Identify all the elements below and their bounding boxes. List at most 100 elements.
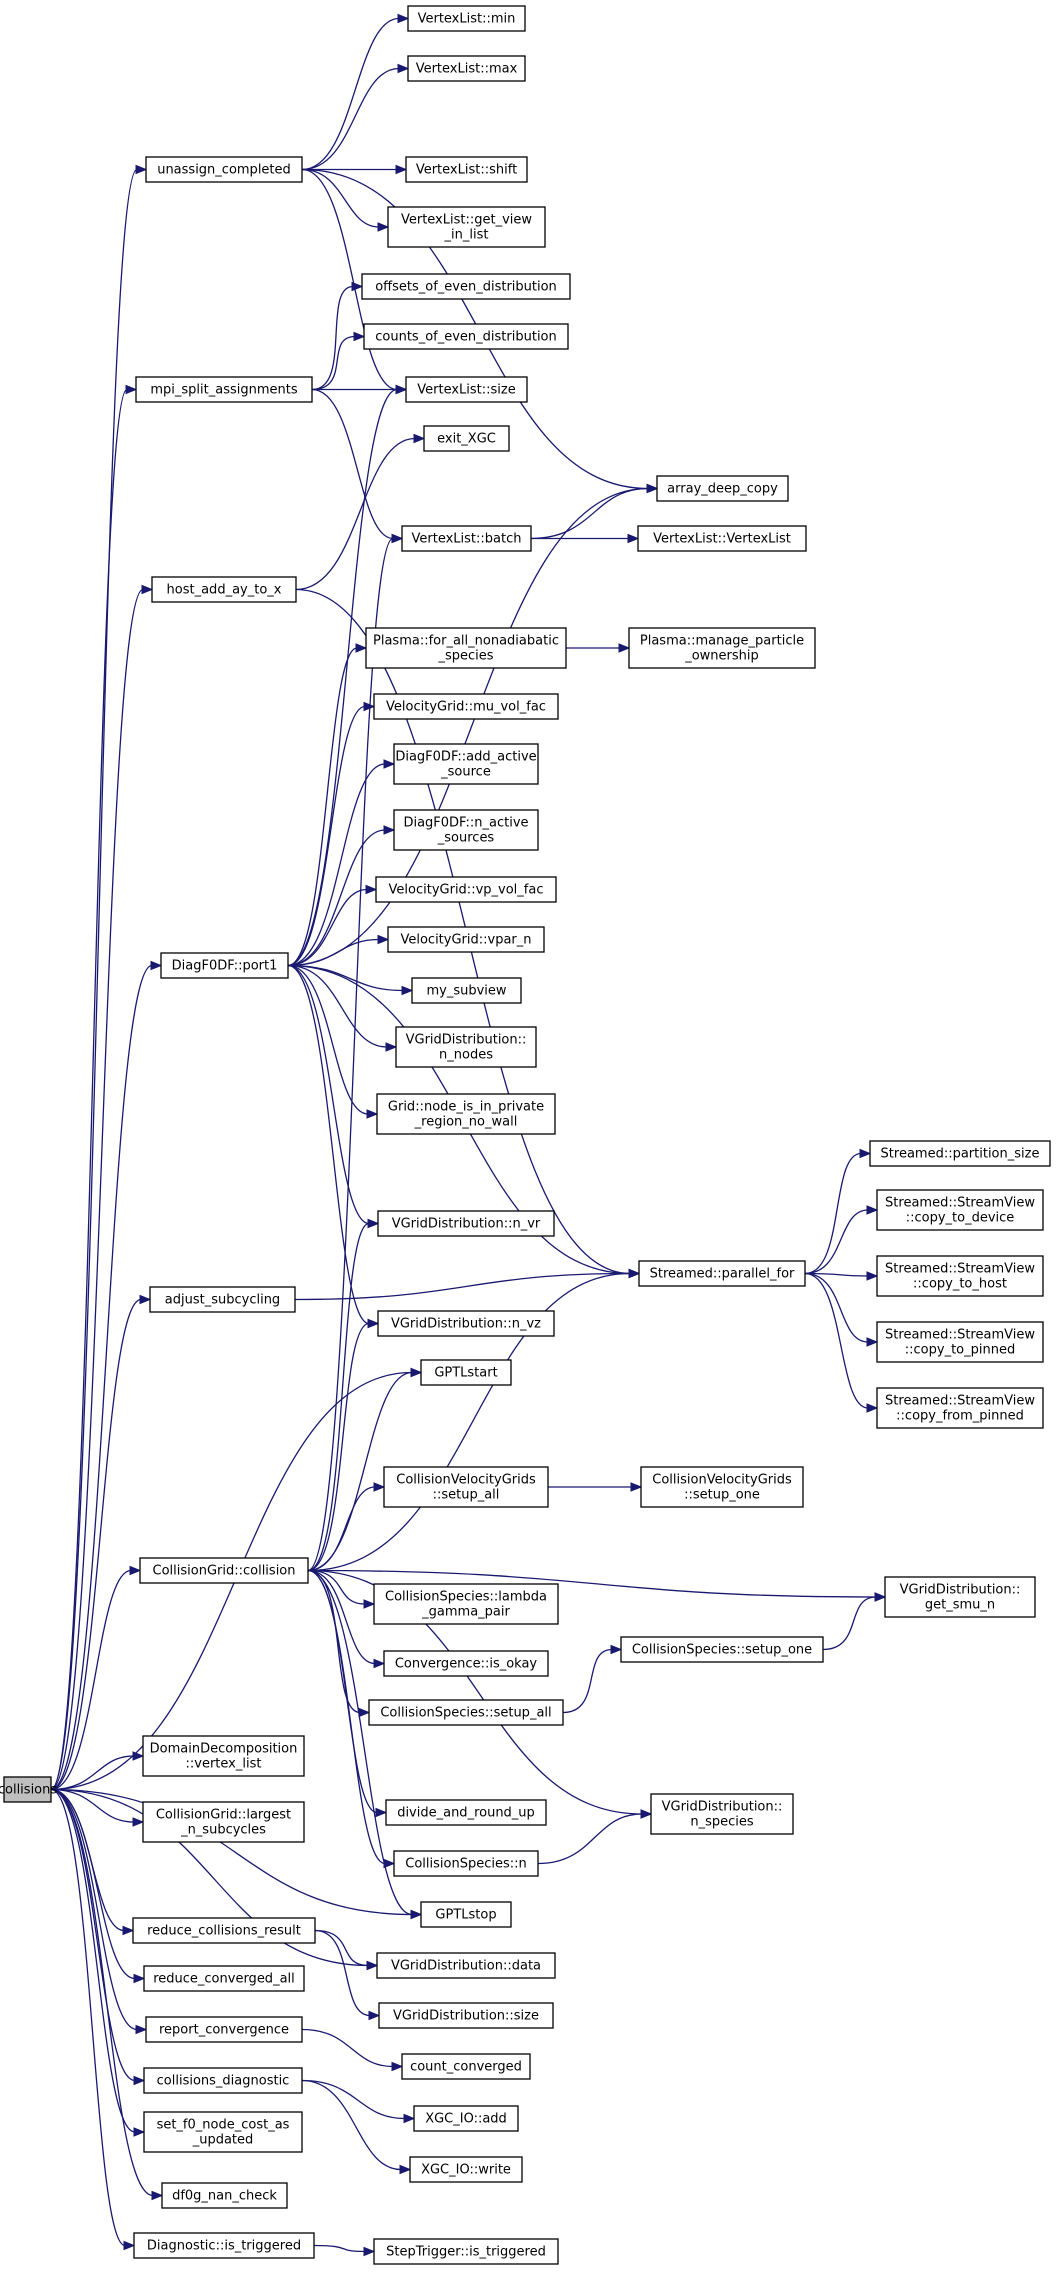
node-collision-species-n[interactable]: CollisionSpecies::n — [393, 1850, 539, 1877]
node-host-add-ay-to-x[interactable]: host_add_ay_to_x — [151, 576, 297, 603]
node-collisions[interactable]: collisions — [0, 1776, 57, 1803]
node-array-deep-copy[interactable]: array_deep_copy — [656, 475, 789, 502]
node-offsets-of-even-distribution[interactable]: offsets_of_even_distribution — [361, 273, 571, 300]
edge-collision-grid-collision-to-vertex-list-batch — [307, 537, 394, 1572]
node-label: VertexList::shift — [416, 163, 517, 178]
node-vertex-list-shift[interactable]: VertexList::shift — [405, 156, 528, 183]
arrowhead — [397, 13, 410, 24]
node-box — [139, 1557, 309, 1584]
node-diag-f0-df-n-active-sources[interactable]: DiagF0DF::n_active_sources — [393, 809, 539, 851]
node-streamed-stream-view-copy-to-device[interactable]: Streamed::StreamView::copy_to_device — [876, 1189, 1044, 1231]
arrowhead — [139, 1294, 152, 1305]
node-xgc-io-add[interactable]: XGC_IO::add — [413, 2105, 519, 2132]
edge-collision-grid-collision-to-vgrid-distribution-n-species — [307, 1569, 643, 1815]
node-plasma-manage-particle-ownership[interactable]: Plasma::manage_particle_ownership — [628, 627, 816, 669]
node-velocity-grid-vpar-n[interactable]: VelocityGrid::vpar_n — [387, 926, 545, 953]
node-vgrid-distribution-size[interactable]: VGridDistribution::size — [378, 2002, 554, 2029]
node-label: CollisionSpecies::setup_all — [380, 1706, 551, 1721]
node-reduce-converged-all[interactable]: reduce_converged_all — [143, 1965, 305, 1992]
node-streamed-parallel-for[interactable]: Streamed::parallel_for — [638, 1260, 806, 1287]
node-plasma-for-all-nonadiabatic-species[interactable]: Plasma::for_all_nonadiabatic_species — [365, 627, 567, 669]
node-vgrid-distribution-n-species[interactable]: VGridDistribution::n_species — [650, 1793, 794, 1835]
node-convergence-is-okay[interactable]: Convergence::is_okay — [383, 1650, 549, 1677]
node-label: CollisionVelocityGrids — [396, 1473, 536, 1488]
edge-diag-f0-df-port1-to-grid-node-is-in-private-region-no-wall — [287, 964, 369, 1115]
node-diag-f0-df-add-active-source[interactable]: DiagF0DF::add_active_source — [393, 743, 539, 785]
node-label: offsets_of_even_distribution — [375, 280, 557, 295]
node-set-f0-node-cost-as-updated[interactable]: set_f0_node_cost_as_updated — [143, 2111, 303, 2153]
node-my-subview[interactable]: my_subview — [411, 977, 522, 1004]
node-box — [377, 1310, 555, 1337]
arrowhead — [132, 1817, 145, 1827]
node-label: VertexList::max — [416, 62, 518, 77]
node-vertex-list-size[interactable]: VertexList::size — [405, 376, 528, 403]
node-vgrid-distribution-n-nodes[interactable]: VGridDistribution::n_nodes — [395, 1026, 537, 1068]
node-vertex-list-get-view-in-list[interactable]: VertexList::get_view_in_list — [387, 206, 546, 248]
node-box — [377, 1210, 555, 1237]
node-vertex-list-vertex-list[interactable]: VertexList::VertexList — [637, 525, 807, 552]
edge-streamed-parallel-for-to-streamed-stream-view-copy-to-device — [804, 1209, 869, 1275]
arrowhead — [363, 701, 376, 712]
node-box — [401, 2053, 531, 2080]
node-vertex-list-min[interactable]: VertexList::min — [407, 5, 526, 32]
node-diagnostic-is-triggered[interactable]: Diagnostic::is_triggered — [133, 2232, 315, 2259]
node-label: _gamma_pair — [421, 1605, 510, 1620]
node-vertex-list-batch[interactable]: VertexList::batch — [401, 525, 532, 552]
node-counts-of-even-distribution[interactable]: counts_of_even_distribution — [363, 323, 569, 350]
node-collision-velocity-grids-setup-all[interactable]: CollisionVelocityGrids::setup_all — [383, 1466, 549, 1508]
node-vgrid-distribution-get-smu-n[interactable]: VGridDistribution::get_smu_n — [884, 1576, 1036, 1618]
node-box — [393, 1850, 539, 1877]
node-streamed-stream-view-copy-to-host[interactable]: Streamed::StreamView::copy_to_host — [876, 1255, 1044, 1297]
node-adjust-subcycling[interactable]: adjust_subcycling — [149, 1286, 296, 1313]
edge-collision-grid-collision-to-collision-velocity-grids-setup-all — [307, 1486, 376, 1572]
node-vgrid-distribution-n-vr[interactable]: VGridDistribution::n_vr — [377, 1210, 555, 1237]
node-grid-node-is-in-private-region-no-wall[interactable]: Grid::node_is_in_private_region_no_wall — [376, 1093, 556, 1135]
node-vgrid-distribution-data[interactable]: VGridDistribution::data — [376, 1952, 556, 1979]
node-mpi-split-assignments[interactable]: mpi_split_assignments — [135, 376, 313, 403]
node-velocity-grid-vp-vol-fac[interactable]: VelocityGrid::vp_vol_fac — [375, 876, 557, 903]
node-report-convergence[interactable]: report_convergence — [145, 2016, 303, 2043]
node-collision-species-lambda-gamma-pair[interactable]: CollisionSpecies::lambda_gamma_pair — [373, 1583, 559, 1625]
node-collision-grid-collision[interactable]: CollisionGrid::collision — [139, 1557, 309, 1584]
node-label: df0g_nan_check — [172, 2189, 277, 2204]
edge-collisions-to-df0g-nan-check — [50, 1788, 154, 2197]
node-collision-species-setup-all[interactable]: CollisionSpecies::setup_all — [368, 1699, 564, 1726]
arrowhead — [366, 1960, 379, 1971]
node-label: CollisionSpecies::setup_one — [632, 1643, 812, 1658]
arrowhead — [129, 1565, 142, 1576]
node-collision-grid-largest-n-subcycles[interactable]: CollisionGrid::largest_n_subcycles — [142, 1801, 305, 1843]
edge-collision-species-setup-all-to-collision-species-setup-one — [562, 1648, 613, 1714]
node-box — [409, 2156, 523, 2183]
arrowhead — [367, 1318, 380, 1329]
node-vertex-list-max[interactable]: VertexList::max — [407, 55, 526, 82]
node-box — [420, 1901, 512, 1928]
node-count-converged[interactable]: count_converged — [401, 2053, 531, 2080]
node-streamed-stream-view-copy-to-pinned[interactable]: Streamed::StreamView::copy_to_pinned — [876, 1321, 1044, 1363]
node-label: VertexList::get_view — [401, 213, 532, 228]
node-box — [876, 1189, 1044, 1231]
node-exit-xgc[interactable]: exit_XGC — [423, 425, 510, 452]
node-velocity-grid-mu-vol-fac[interactable]: VelocityGrid::mu_vol_fac — [373, 693, 559, 720]
nodes-layer: collisions unassign_completed mpi_split_as… — [0, 5, 1051, 2265]
node-label: _species — [437, 649, 493, 664]
node-gptlstop[interactable]: GPTLstop — [420, 1901, 512, 1928]
node-vgrid-distribution-n-vz[interactable]: VGridDistribution::n_vz — [377, 1310, 555, 1337]
node-unassign-completed[interactable]: unassign_completed — [145, 156, 303, 183]
node-collision-velocity-grids-setup-one[interactable]: CollisionVelocityGrids::setup_one — [640, 1466, 804, 1508]
node-collision-species-setup-one[interactable]: CollisionSpecies::setup_one — [620, 1636, 824, 1663]
node-streamed-partition-size[interactable]: Streamed::partition_size — [869, 1140, 1051, 1167]
node-domain-decomposition-vertex-list[interactable]: DomainDecomposition::vertex_list — [142, 1735, 305, 1777]
node-step-trigger-is-triggered[interactable]: StepTrigger::is_triggered — [373, 2238, 559, 2265]
node-streamed-stream-view-copy-from-pinned[interactable]: Streamed::StreamView::copy_from_pinned — [876, 1387, 1044, 1429]
node-df0g-nan-check[interactable]: df0g_nan_check — [161, 2182, 288, 2209]
node-reduce-collisions-result[interactable]: reduce_collisions_result — [132, 1917, 316, 1944]
edge-diag-f0-df-port1-to-array-deep-copy — [287, 487, 649, 967]
edge-diagnostic-is-triggered-to-step-trigger-is-triggered — [313, 2244, 366, 2253]
node-xgc-io-write[interactable]: XGC_IO::write — [409, 2156, 523, 2183]
node-diag-f0-df-port1[interactable]: DiagF0DF::port1 — [160, 952, 289, 979]
node-box — [373, 1583, 559, 1625]
node-label: Convergence::is_okay — [395, 1657, 538, 1672]
node-collisions-diagnostic[interactable]: collisions_diagnostic — [143, 2067, 303, 2094]
node-divide-and-round-up[interactable]: divide_and_round_up — [385, 1799, 547, 1826]
node-gptlstart[interactable]: GPTLstart — [420, 1359, 512, 1386]
